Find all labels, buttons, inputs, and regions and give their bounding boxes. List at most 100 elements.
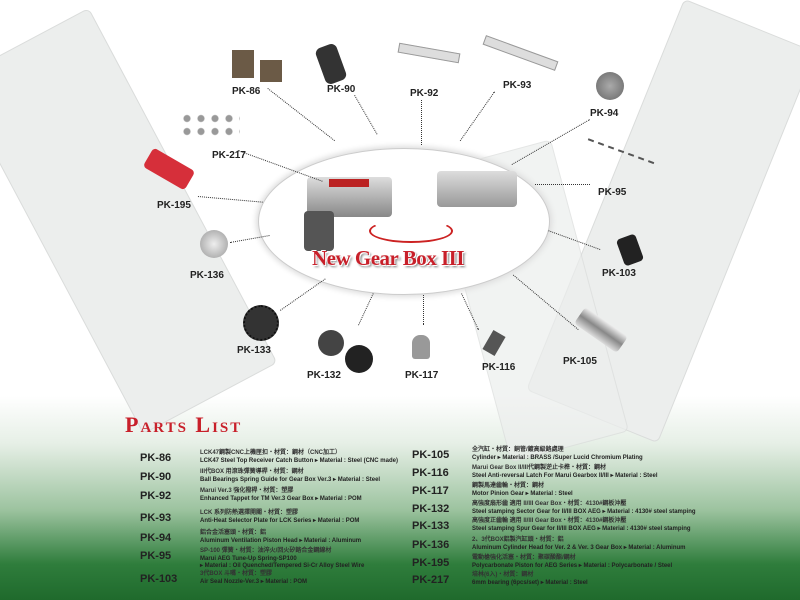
part-code: PK-132: [412, 503, 450, 515]
label-pk86: PK-86: [232, 86, 261, 97]
label-pk90: PK-90: [327, 84, 356, 95]
parts-list-row: PK-116 Marui Gear Box II/III代鋼製逆止卡榫・材質：鋼材…: [412, 465, 658, 480]
pk133-image: [243, 305, 279, 341]
part-desc-zh: 鋁合金活塞頭・材質：鋁: [200, 530, 267, 536]
pk117-image: [412, 335, 430, 359]
parts-list-row: PK-133 高強度正齒輪 適用 II/III Gear Box・材質：4130#…: [412, 518, 691, 533]
part-desc-zh: LCK47鋼製CNC上機匣扣・材質：鋼材（CNC加工）: [200, 450, 342, 456]
part-desc-en: Motor Pinion Gear ▸ Material : Steel: [472, 490, 573, 497]
label-pk217: PK-217: [212, 150, 246, 161]
part-code: PK-136: [412, 539, 450, 551]
part-code: PK-95: [140, 550, 172, 562]
part-desc-en: Steel Anti-reversal Latch For Marui Gear…: [472, 472, 658, 479]
part-code: PK-195: [412, 557, 450, 569]
leader-line: [423, 295, 424, 325]
part-desc-en: Anti-Heat Selector Plate for LCK Series …: [200, 517, 360, 524]
parts-list-row: PK-132 高強度扇形齒 適用 II/III Gear Box・材質：4130#…: [412, 501, 696, 516]
part-code: PK-86: [140, 452, 172, 464]
part-desc-en: LCK47 Steel Top Receiver Catch Button ▸ …: [200, 457, 398, 464]
part-code: PK-94: [140, 532, 172, 544]
part-desc-en: 6mm bearing (6pcs/set) ▸ Material : Stee…: [472, 579, 588, 586]
leader-line: [535, 184, 590, 185]
part-desc-en: Cylinder ▸ Material : BRASS /Super Lucid…: [472, 454, 643, 461]
part-code: PK-105: [412, 449, 450, 461]
part-desc-en-2: ▸ Material : Oil Quenched/Tempered Si-Cr…: [200, 563, 365, 569]
part-code: PK-117: [412, 485, 449, 497]
label-pk195: PK-195: [157, 200, 191, 211]
part-desc-zh: 鋼製馬達齒輪・材質：鋼材: [472, 483, 545, 489]
part-desc-zh: III代BOX 用滾珠彈簧導桿・材質：鋼材: [200, 469, 304, 475]
parts-list-row: PK-86 LCK47鋼製CNC上機匣扣・材質：鋼材（CNC加工）LCK47 St…: [140, 450, 398, 465]
part-desc-zh: Marui Ver.3 強化撥桿・材質：塑膠: [200, 488, 294, 494]
part-code: PK-103: [140, 573, 178, 585]
part-desc-en: Steel stamping Spur Gear for II/III BOX …: [472, 525, 691, 532]
pk136-image: [200, 230, 228, 258]
part-desc-zh: Marui Gear Box II/III代鋼製逆止卡榫・材質：鋼材: [472, 465, 607, 471]
part-desc-en: Aluminum Cylinder Head for Ver. 2 & Ver.…: [472, 544, 686, 551]
pk132-image: [318, 330, 344, 356]
part-code: PK-217: [412, 574, 450, 586]
label-pk94: PK-94: [590, 108, 619, 119]
label-pk117: PK-117: [405, 370, 439, 381]
gearbox-title: New Gear Box III: [312, 246, 465, 270]
part-desc-en: Aluminum Ventilation Piston Head ▸ Mater…: [200, 537, 362, 544]
part-code: PK-116: [412, 467, 449, 479]
part-desc-zh: 培林(6入)・材質：鋼材: [472, 572, 534, 578]
part-code: PK-90: [140, 471, 172, 483]
pk86-image-2: [260, 60, 282, 82]
part-desc-en: Enhanced Tappet for TM Ver.3 Gear Box ▸ …: [200, 495, 362, 502]
part-desc-en: Ball Bearings Spring Guide for Gear Box …: [200, 476, 381, 483]
part-desc-zh: 高強度正齒輪 適用 II/III Gear Box・材質：4130#鋼板沖壓: [472, 518, 627, 524]
part-desc-en: Steel stamping Sector Gear for II/III BO…: [472, 508, 696, 515]
label-pk136: PK-136: [190, 270, 224, 281]
label-pk105: PK-105: [563, 356, 597, 367]
label-pk133: PK-133: [237, 345, 271, 356]
part-desc-zh: 全汽缸・材質：銅管/鍍高級鉻處理: [472, 447, 564, 453]
pk132-image-2: [345, 345, 373, 373]
label-pk132: PK-132: [307, 370, 341, 381]
leader-line: [421, 100, 422, 145]
label-pk92: PK-92: [410, 88, 439, 99]
part-desc-zh: 2、3代BOX鋁製汽缸頭・材質：鋁: [472, 537, 564, 543]
part-desc-zh: 3代BOX 斗嘴・材質：塑膠: [200, 571, 273, 577]
part-code: PK-92: [140, 490, 172, 502]
part-desc-zh: SP-100 彈簧・材質：油淬火/回火矽鉻合金鋼線材: [200, 548, 332, 554]
part-desc-zh: 高強度扇形齒 適用 II/III Gear Box・材質：4130#鋼板沖壓: [472, 501, 627, 507]
part-desc-zh: LCK 系列防熱選擇開關・材質：塑膠: [200, 510, 298, 516]
part-desc-en: Marui AEG Tune-Up Spring-SP100: [200, 555, 297, 562]
part-code: PK-93: [140, 512, 172, 524]
label-pk93: PK-93: [503, 80, 532, 91]
label-pk116: PK-116: [482, 362, 516, 373]
pk94-image: [596, 72, 624, 100]
part-desc-en: Air Seal Nozzle-Ver.3 ▸ Material : POM: [200, 578, 308, 585]
part-description: LCK47鋼製CNC上機匣扣・材質：鋼材（CNC加工）LCK47 Steel T…: [200, 450, 398, 465]
part-code: PK-133: [412, 520, 450, 532]
parts-list-title: Parts List: [125, 412, 243, 437]
part-desc-zh: 電動槍強化活塞・材質：聚碳酸酯/鋼材: [472, 555, 576, 561]
gearbox-illustration: [258, 148, 550, 295]
part-desc-en: Polycarbonate Piston for AEG Series ▸ Ma…: [472, 562, 673, 569]
pk86-image: [232, 50, 254, 78]
